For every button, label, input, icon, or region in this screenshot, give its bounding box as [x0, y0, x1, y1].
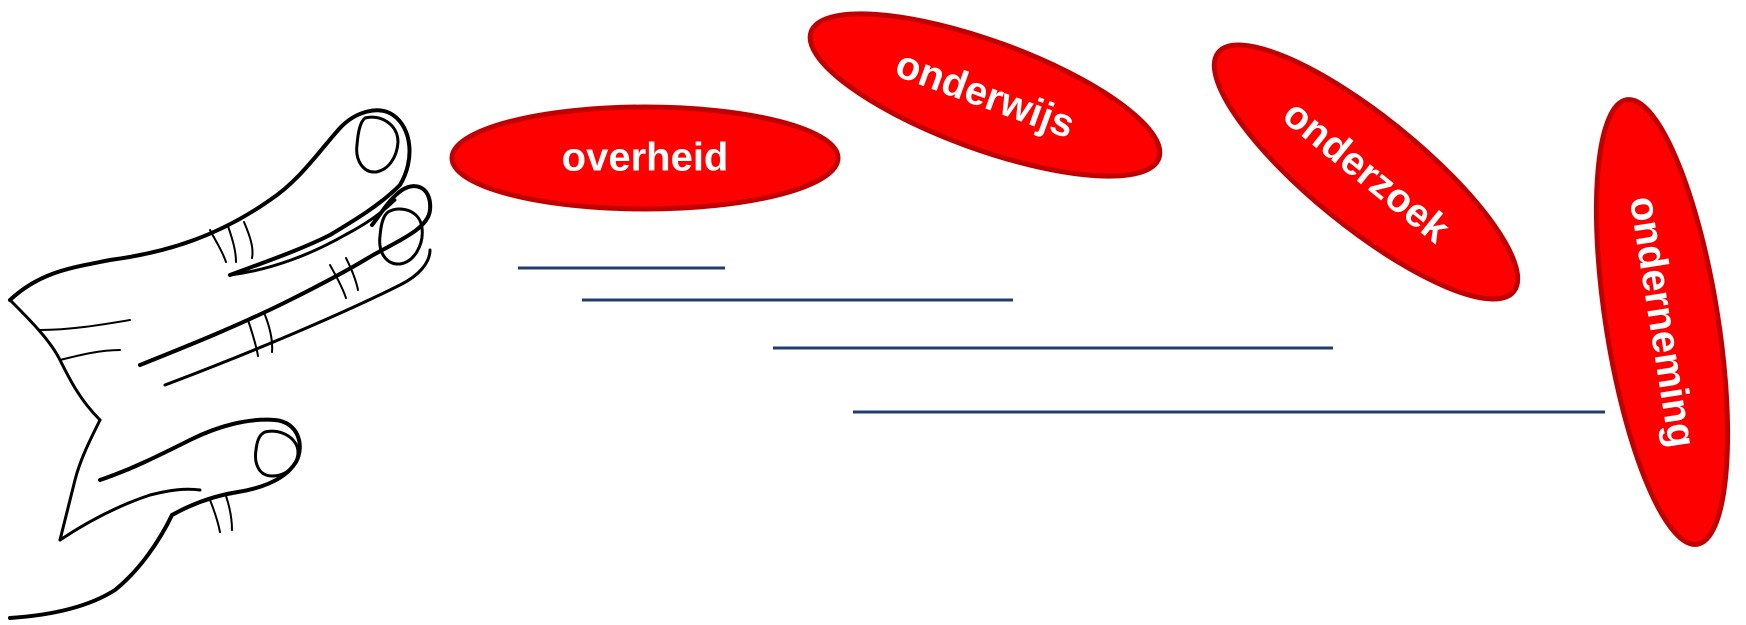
ellipse-onderwijs: onderwijs [807, 11, 1163, 179]
ellipse-overheid: overheid [449, 104, 841, 212]
label-overheid: overheid [562, 136, 729, 180]
hand-icon [8, 108, 433, 620]
ellipse-onderneming: onderneming [1593, 97, 1731, 547]
ellipse-onderzoek: onderzoek [1211, 42, 1521, 302]
